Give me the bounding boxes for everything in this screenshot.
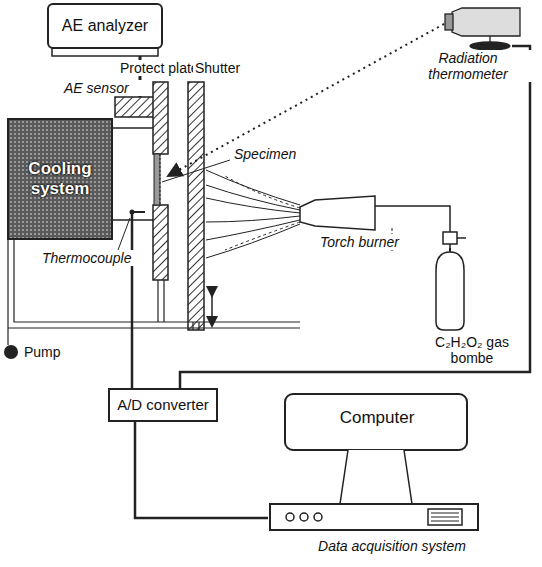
node-text: AE analyzer — [62, 17, 148, 35]
part-label: Shutter — [193, 60, 257, 76]
instrument-label: Radiation thermometer — [402, 50, 534, 82]
node-text: Computer — [292, 408, 462, 428]
converter-box: A/D converter — [108, 388, 218, 422]
sensor-label: Thermocouple — [40, 250, 140, 266]
analyzer-box: AE analyzer — [47, 3, 163, 49]
part-label: Specimen — [232, 146, 306, 162]
cooling-box: Cooling system — [7, 118, 113, 240]
pump-label: Pump — [22, 344, 76, 360]
sensor-label: AE sensor — [62, 80, 146, 96]
part-label: Torch burner — [318, 234, 422, 250]
node-text: A/D converter — [117, 396, 209, 413]
system-label: Data acquisition system — [300, 538, 484, 554]
computer-box: Computer — [268, 392, 480, 534]
gas-label: C₂H₂O₂ gas bombe — [420, 334, 524, 366]
node-text: Cooling system — [12, 159, 108, 198]
part-label: Protect plate — [118, 60, 202, 76]
signal-wire — [135, 422, 268, 518]
